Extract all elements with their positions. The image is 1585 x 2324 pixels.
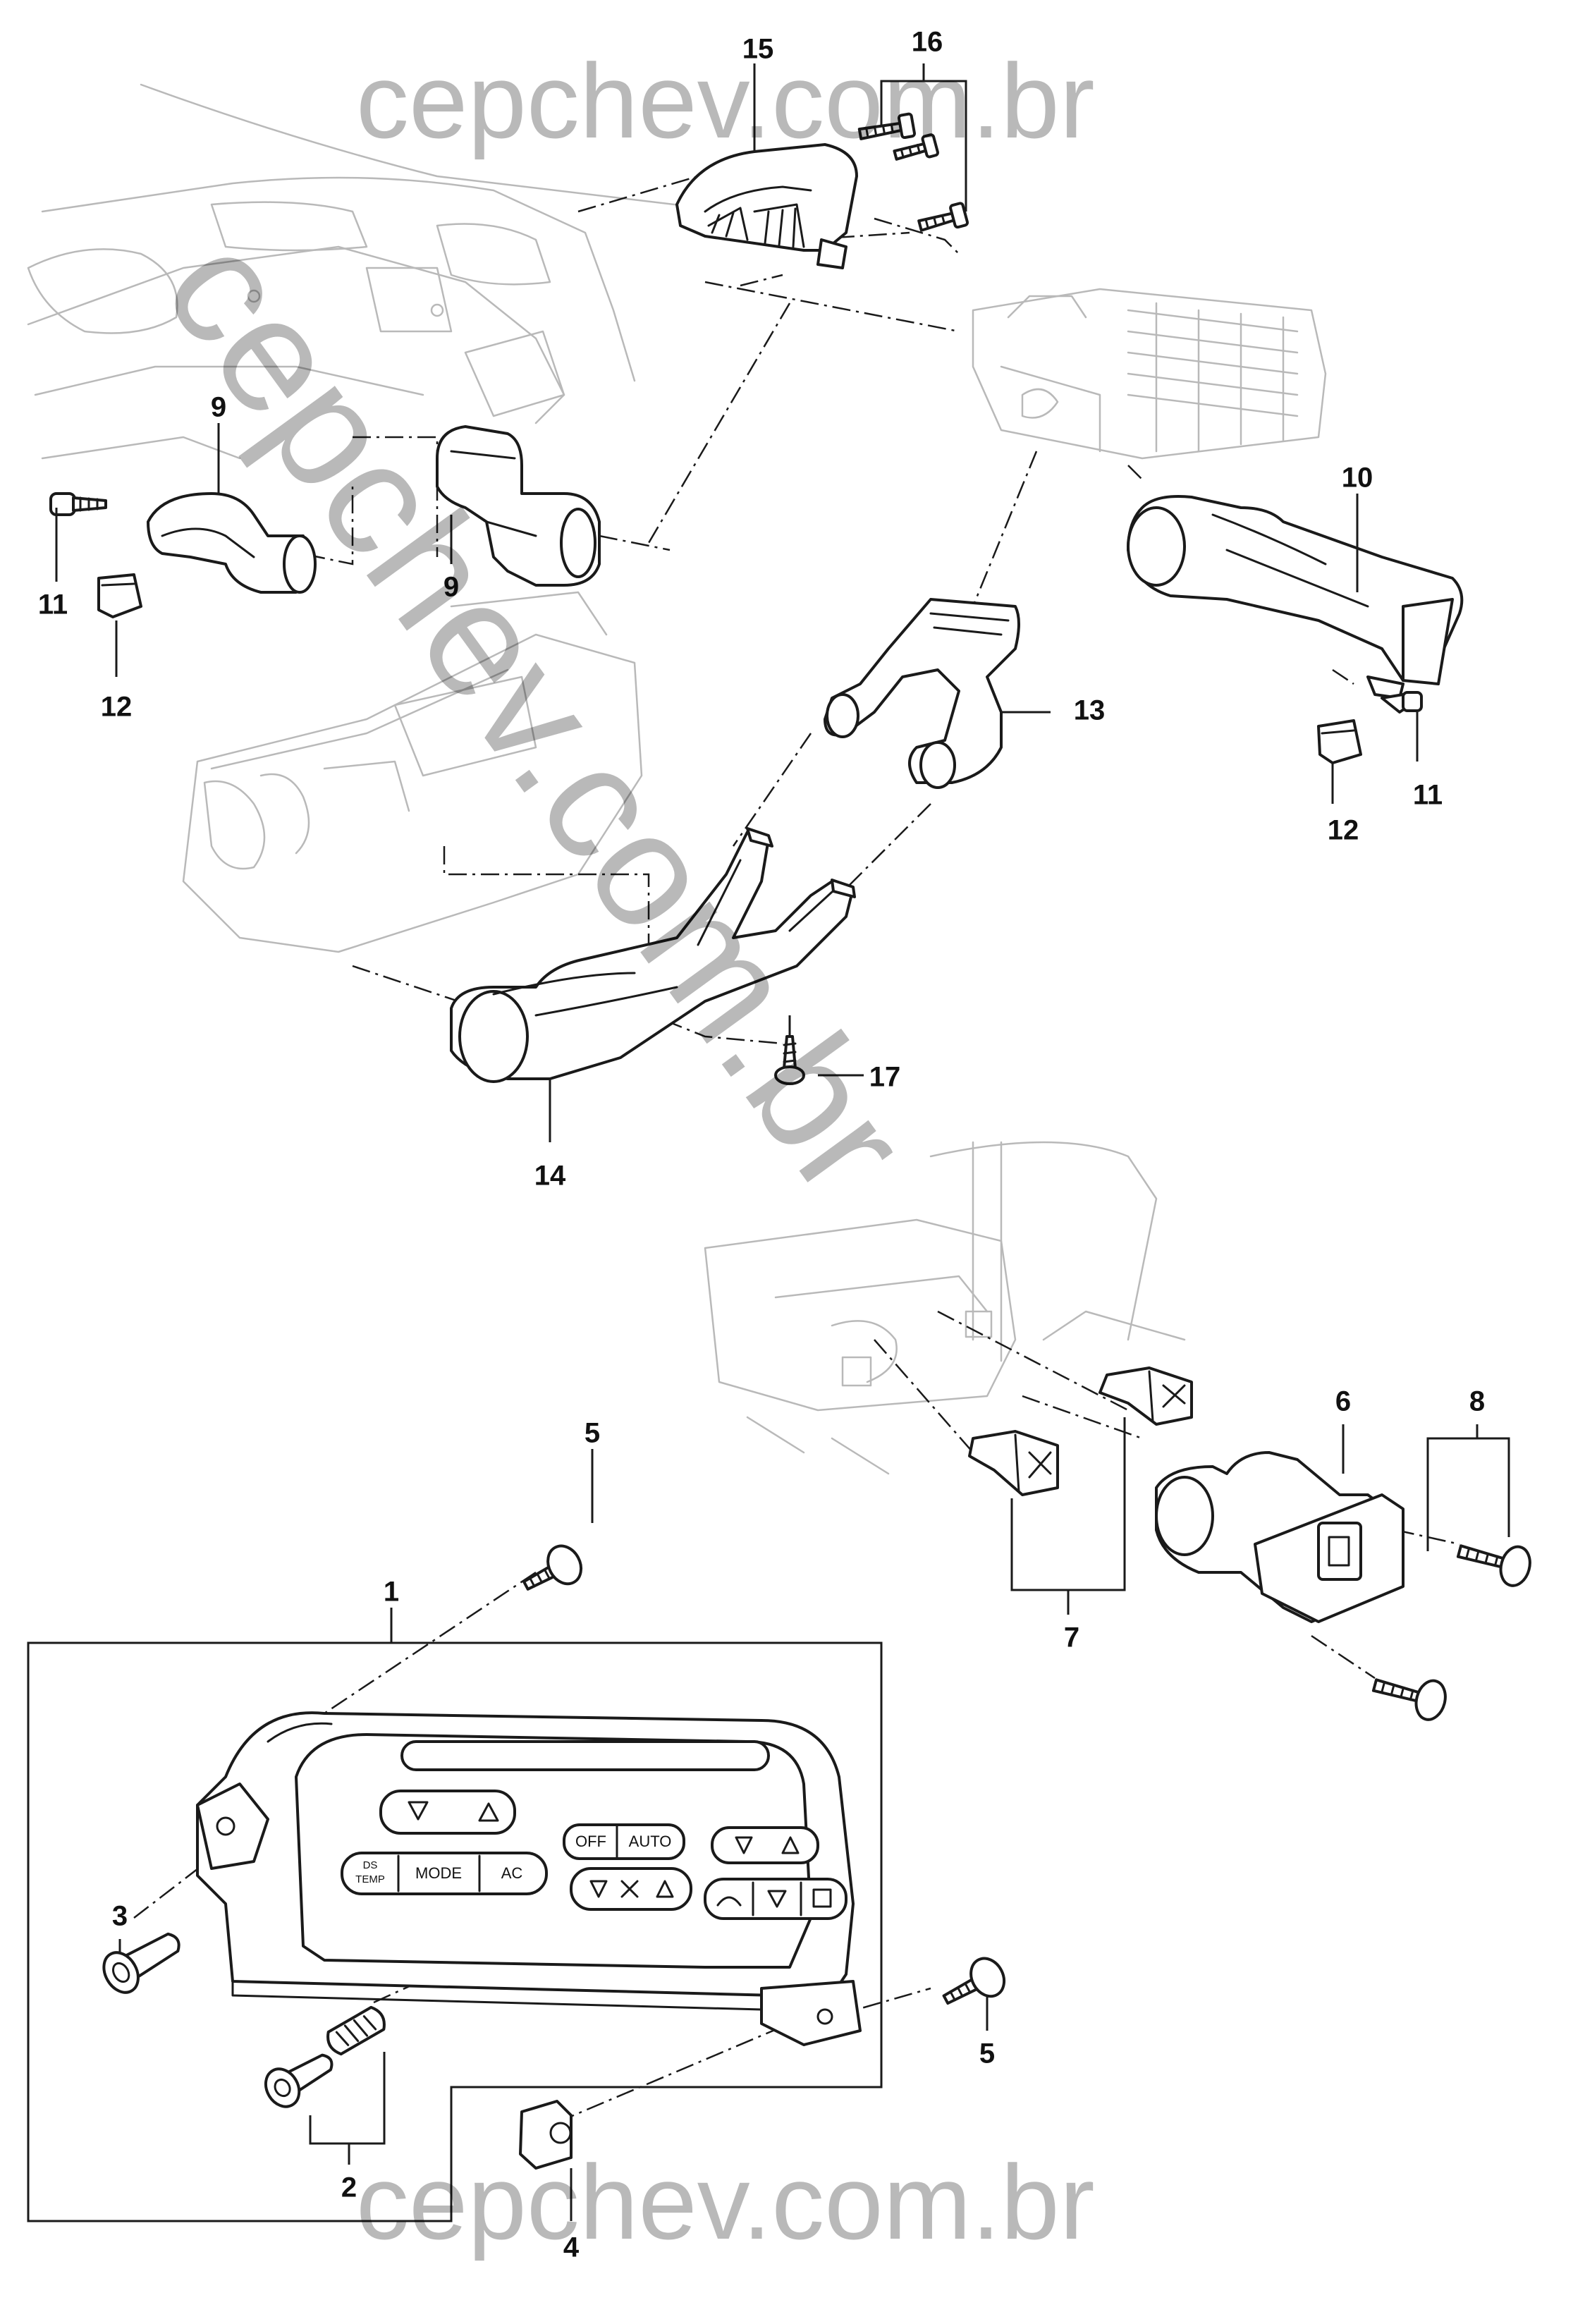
leader-lines: [55, 63, 1510, 2221]
watermark-bottom: cepchev.com.br: [356, 2143, 1095, 2261]
fan-speed-button: [711, 1826, 819, 1864]
lower-dash-outline: [704, 1141, 1186, 1475]
callout-5-right: 5: [979, 2038, 995, 2069]
off-label: OFF: [575, 1833, 606, 1850]
callout-1: 1: [384, 1577, 399, 1608]
temp-arrows-button: [379, 1790, 516, 1835]
ds-temp-mode-ac-button: DS TEMP MODE AC: [341, 1852, 548, 1895]
part-8-screws: [1371, 1544, 1531, 1721]
callout-12-right: 12: [1328, 815, 1359, 846]
part-3-fastener: [102, 1932, 180, 1994]
callout-16: 16: [912, 27, 943, 58]
part-4-clip: [519, 2100, 573, 2170]
dashboard-outline: [27, 83, 735, 460]
part-9-center-duct: [436, 425, 601, 587]
airflow-button: [570, 1867, 692, 1911]
part-9-left-duct: [147, 492, 317, 594]
watermark-top: cepchev.com.br: [356, 42, 1095, 160]
callout-11-right: 11: [1413, 780, 1443, 811]
part-11-screw-right: [1381, 691, 1423, 714]
part-13-split-duct: [824, 598, 1020, 789]
callout-14: 14: [534, 1161, 566, 1192]
part-1-control-panel: OFF AUTO DS TEMP MODE AC: [196, 1711, 862, 2046]
part-12-clip-right: [1317, 719, 1362, 764]
part-10-right-duct: [1127, 495, 1464, 699]
callout-9-center: 9: [443, 572, 459, 603]
part-12-clip-left: [97, 573, 142, 618]
part-14-floor-duct: [450, 827, 856, 1083]
callout-12-left: 12: [101, 692, 133, 723]
callout-2: 2: [341, 2172, 357, 2203]
recirc-defrost-button: [704, 1878, 847, 1920]
callout-17: 17: [869, 1062, 901, 1093]
callout-labels: 15 16 9 9 11 12 10 13 11 12 17 14 5 6 8 …: [38, 27, 1485, 2263]
callout-8: 8: [1469, 1386, 1485, 1417]
callout-13: 13: [1074, 695, 1106, 726]
part-15-center-vent: [675, 143, 858, 269]
off-auto-button: OFF AUTO: [563, 1823, 685, 1860]
hvac-unit-outline: [972, 288, 1327, 460]
ds-label: DS: [363, 1859, 378, 1871]
callout-9-left: 9: [211, 392, 226, 423]
part-2-bulb-socket: [264, 2005, 386, 2108]
callout-11-left: 11: [38, 589, 68, 620]
callout-10: 10: [1342, 463, 1373, 494]
callout-7: 7: [1064, 1622, 1079, 1653]
mode-label: MODE: [415, 1864, 462, 1882]
panel-kit-frame: [27, 1641, 883, 2222]
callout-6: 6: [1335, 1386, 1351, 1417]
part-7-grommets: [968, 1366, 1193, 1496]
part-11-screw-left: [49, 492, 107, 516]
callout-4: 4: [563, 2232, 580, 2263]
callout-15: 15: [742, 34, 774, 65]
callout-3: 3: [112, 1901, 128, 1932]
callout-5-top: 5: [585, 1418, 600, 1449]
part-5-screw-right: [942, 1957, 1006, 2005]
part-6-rear-outlet: [1155, 1451, 1405, 1623]
temp-label: TEMP: [355, 1873, 385, 1885]
part-5-screw-top: [522, 1544, 583, 1591]
auto-label: AUTO: [629, 1833, 672, 1850]
part-16-screws: [857, 112, 969, 232]
ac-label: AC: [501, 1864, 523, 1882]
